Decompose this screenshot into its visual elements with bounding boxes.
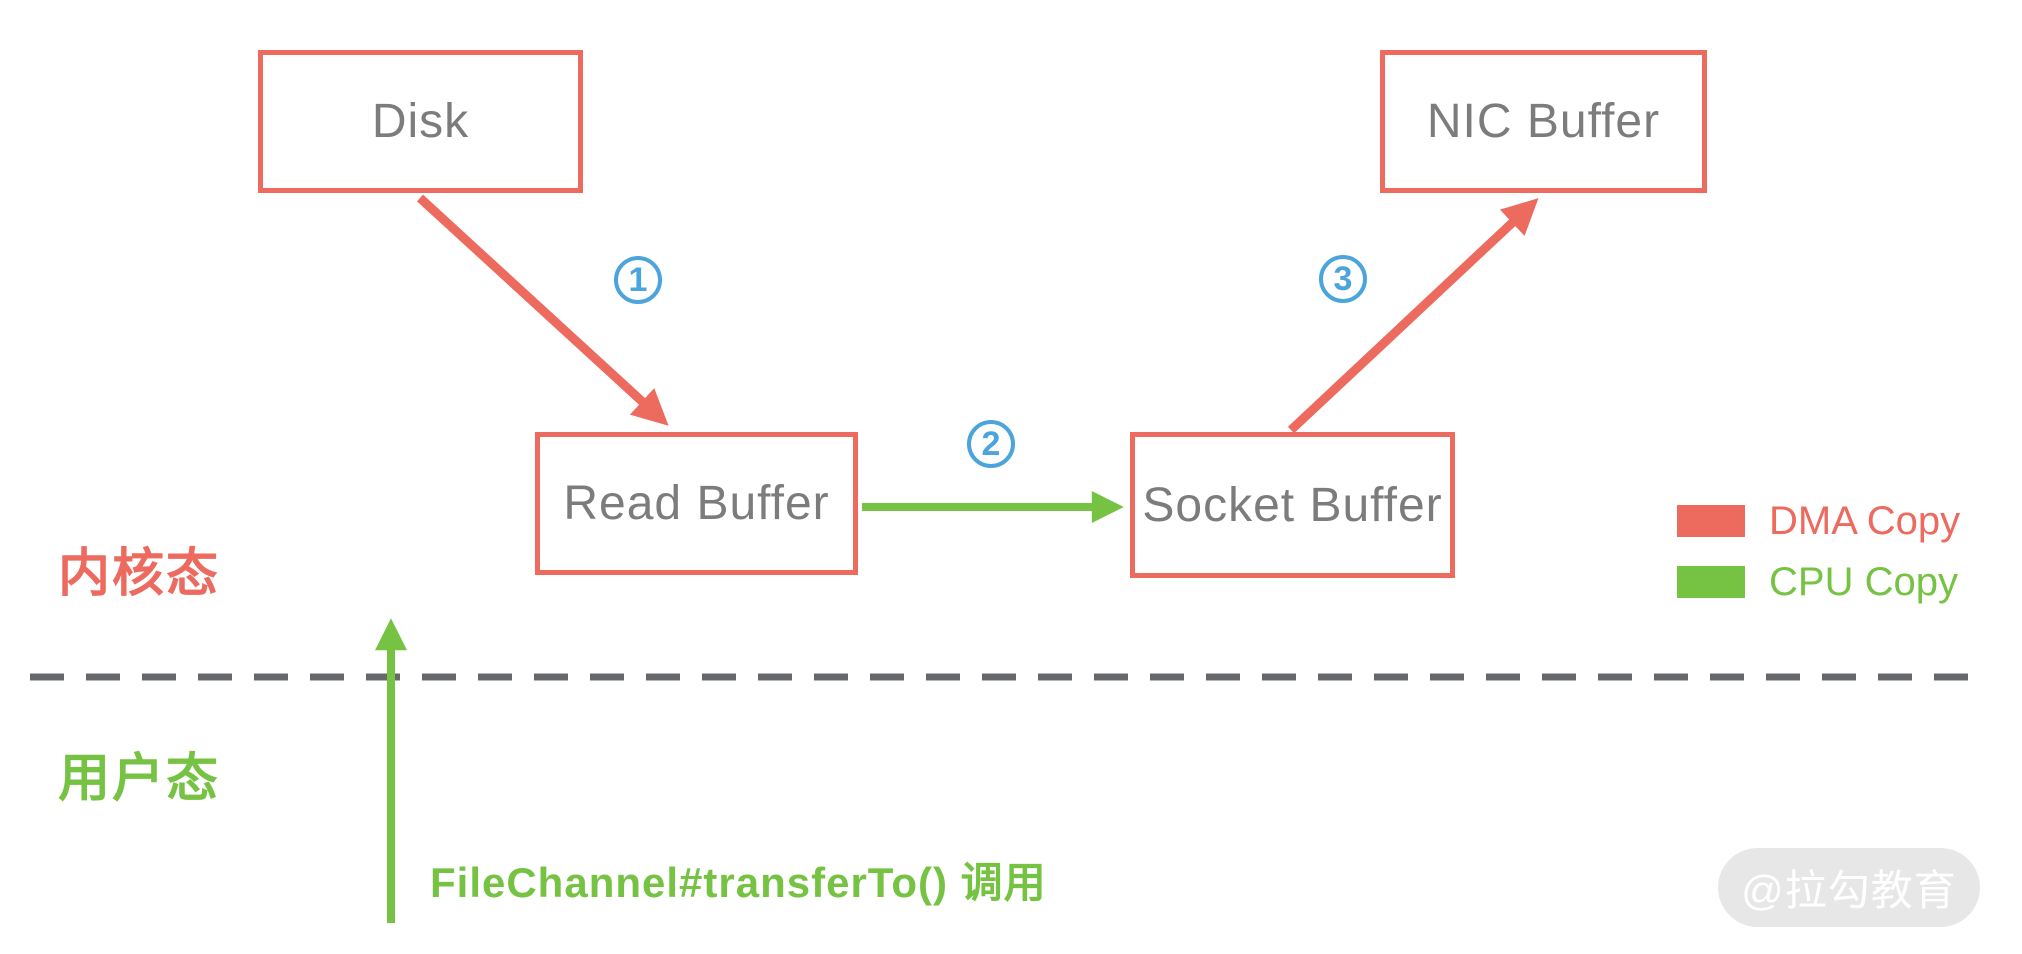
dma-copy-arrow-1 — [416, 194, 669, 426]
nic-buffer-box: NIC Buffer — [1380, 50, 1707, 193]
step-2-number: 2 — [981, 424, 1001, 463]
dma-copy-arrow-3 — [1287, 198, 1539, 434]
dma-copy-color-swatch — [1677, 505, 1745, 537]
step-1-number: 1 — [628, 260, 648, 299]
step-3-number: 3 — [1333, 259, 1353, 298]
legend-item-cpu-copy: CPU Copy — [1677, 560, 1960, 604]
read-buffer-box: Read Buffer — [535, 432, 858, 575]
cpu-copy-color-swatch — [1677, 566, 1745, 598]
read-buffer-box-label: Read Buffer — [563, 477, 830, 530]
dma-copy-legend-label: DMA Copy — [1769, 499, 1961, 543]
legend: DMA Copy CPU Copy — [1677, 499, 1961, 604]
user-mode-label: 用户态 — [58, 750, 221, 808]
watermark-badge: @拉勾教育 — [1718, 848, 1980, 927]
kernel-mode-label: 内核态 — [58, 545, 221, 603]
nic-buffer-box-label: NIC Buffer — [1426, 95, 1661, 148]
disk-box-label: Disk — [371, 95, 470, 148]
legend-item-dma-copy: DMA Copy — [1677, 499, 1961, 543]
step-1-badge: 1 — [614, 256, 662, 304]
watermark-text: @拉勾教育 — [1741, 867, 1957, 914]
syscall-annotation: FileChannel#transferTo() 调用 — [430, 859, 1047, 906]
socket-buffer-box-label: Socket Buffer — [1142, 478, 1443, 532]
step-3-badge: 3 — [1319, 255, 1367, 303]
disk-box: Disk — [258, 50, 583, 193]
cpu-copy-legend-label: CPU Copy — [1769, 560, 1958, 604]
step-2-badge: 2 — [967, 420, 1015, 468]
socket-buffer-box: Socket Buffer — [1130, 432, 1455, 578]
